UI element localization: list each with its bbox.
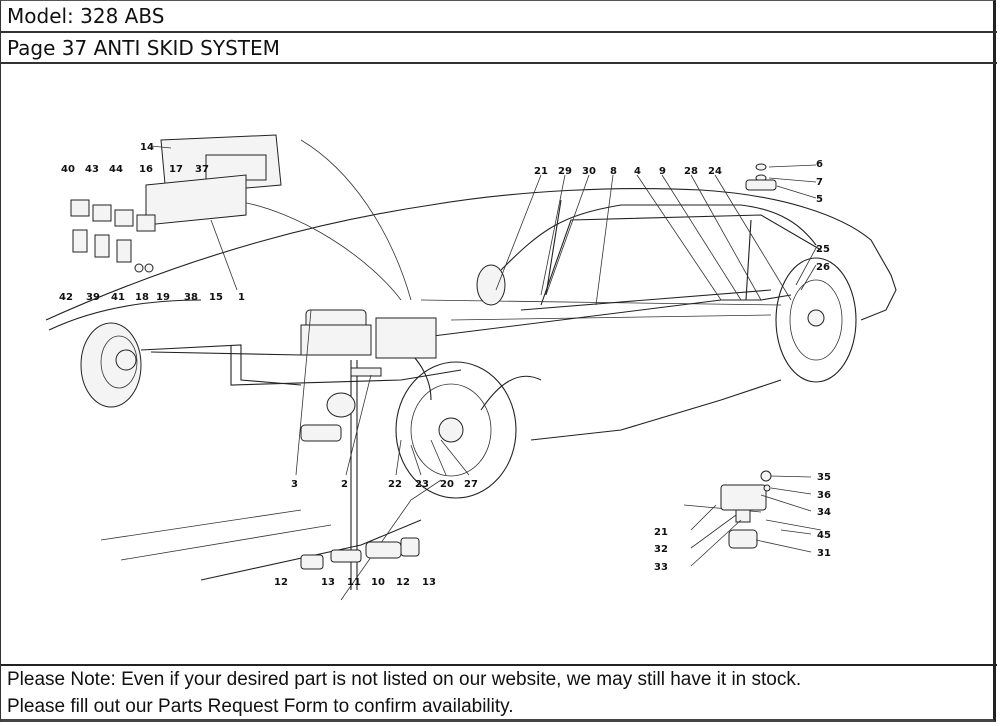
callout-30: 30 xyxy=(582,166,596,177)
callout-42: 42 xyxy=(59,292,73,303)
front-left-disc xyxy=(80,322,142,408)
callout-9: 9 xyxy=(659,166,666,177)
callout-21-rear: 21 xyxy=(534,166,548,177)
hydraulic-unit xyxy=(300,309,437,442)
sensor-driveshaft xyxy=(300,537,420,570)
callout-4: 4 xyxy=(634,166,641,177)
model-title: Model: 328 ABS xyxy=(1,1,997,33)
callout-7: 7 xyxy=(816,177,823,188)
callout-43: 43 xyxy=(85,164,99,175)
callout-25: 25 xyxy=(816,244,830,255)
t-fitting xyxy=(745,163,777,191)
callout-2: 2 xyxy=(341,479,348,490)
callout-10: 10 xyxy=(371,577,385,588)
callout-38: 38 xyxy=(184,292,198,303)
rear-right-disc xyxy=(775,257,857,383)
callout-40: 40 xyxy=(61,164,75,175)
callout-24: 24 xyxy=(708,166,722,177)
callout-27: 27 xyxy=(464,479,478,490)
callout-19: 19 xyxy=(156,292,170,303)
leader-lines xyxy=(150,145,817,567)
callout-12-right: 12 xyxy=(396,577,410,588)
callout-31: 31 xyxy=(817,548,831,559)
note-line-1: Please Note: Even if your desired part i… xyxy=(7,669,802,690)
rear-left-disc xyxy=(476,264,506,306)
callout-28: 28 xyxy=(684,166,698,177)
callout-labels: 14 40 43 44 16 17 37 42 39 41 18 19 38 1… xyxy=(59,142,831,588)
callout-17: 17 xyxy=(169,164,183,175)
callout-37: 37 xyxy=(195,164,209,175)
callout-5: 5 xyxy=(816,194,823,205)
sensor-bracket-assy xyxy=(683,470,822,549)
callout-44: 44 xyxy=(109,164,123,175)
callout-14: 14 xyxy=(140,142,154,153)
page-title: Page 37 ANTI SKID SYSTEM xyxy=(1,33,997,64)
car-body-outline xyxy=(45,139,897,601)
stock-note: Please Note: Even if your desired part i… xyxy=(1,664,997,722)
callout-35: 35 xyxy=(817,472,831,483)
front-right-disc xyxy=(395,361,517,499)
parts-diagram: 14 40 43 44 16 17 37 42 39 41 18 19 38 1… xyxy=(1,64,994,664)
note-line-2: Please fill out our Parts Request Form t… xyxy=(7,696,514,717)
callout-15: 15 xyxy=(209,292,223,303)
callout-29: 29 xyxy=(558,166,572,177)
callout-1: 1 xyxy=(238,292,245,303)
callout-21-sensor: 21 xyxy=(654,527,668,538)
callout-22: 22 xyxy=(388,479,402,490)
callout-32: 32 xyxy=(654,544,668,555)
callout-33: 33 xyxy=(654,562,668,573)
callout-23: 23 xyxy=(415,479,429,490)
callout-45: 45 xyxy=(817,530,831,541)
diagram-svg: 14 40 43 44 16 17 37 42 39 41 18 19 38 1… xyxy=(45,134,897,601)
callout-13-left: 13 xyxy=(321,577,335,588)
callout-13-right: 13 xyxy=(422,577,436,588)
callout-6: 6 xyxy=(816,159,823,170)
callout-26: 26 xyxy=(816,262,830,273)
callout-34: 34 xyxy=(817,507,831,518)
callout-41: 41 xyxy=(111,292,125,303)
callout-8: 8 xyxy=(610,166,617,177)
ecu-module xyxy=(70,134,282,273)
callout-3: 3 xyxy=(291,479,298,490)
callout-20: 20 xyxy=(440,479,454,490)
callout-18: 18 xyxy=(135,292,149,303)
callout-39: 39 xyxy=(86,292,100,303)
callout-12-left: 12 xyxy=(274,577,288,588)
callout-11: 11 xyxy=(347,577,361,588)
callout-36: 36 xyxy=(817,490,831,501)
callout-16: 16 xyxy=(139,164,153,175)
